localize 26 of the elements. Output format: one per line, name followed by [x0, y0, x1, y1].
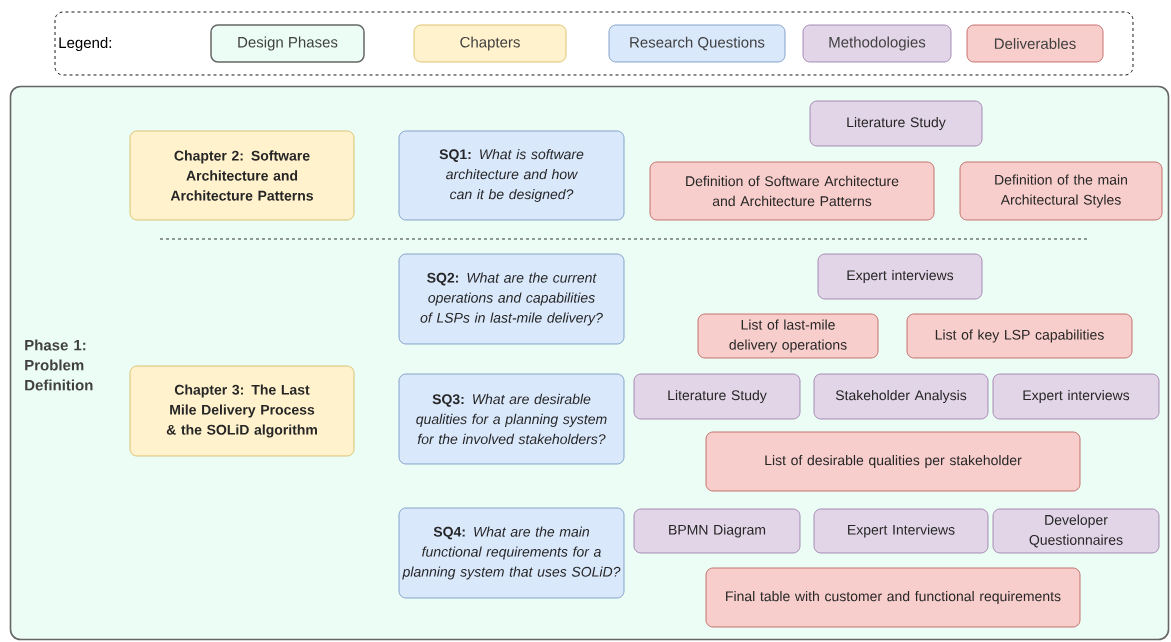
method-box: BPMN Diagram [633, 508, 801, 554]
method-box: Literature Study [809, 100, 983, 147]
legend-item: Methodologies [802, 24, 952, 63]
question-box: SQ4: What are the main functional requirements for a planning system that uses SOLiD? [398, 507, 625, 599]
method-box: Developer Questionnaires [992, 508, 1160, 554]
method-box: Expert interviews [992, 373, 1160, 420]
method-box: Expert interviews [817, 253, 983, 300]
question-box: SQ2: What are the current operations and capabilities of LSPs in last-mile delivery? [398, 253, 625, 345]
chapter-box: Chapter 3: The Last Mile Delivery Process & the SOLiD algorithm [129, 365, 355, 457]
deliverable-box: List of last-mile delivery operations [697, 313, 879, 359]
legend-item: Design Phases [210, 24, 365, 63]
legend-item: Deliverables [966, 24, 1104, 63]
question-box: SQ3: What are desirable qualities for a planning system for the involved stakeholders? [398, 373, 625, 465]
question-box: SQ1: What is software architecture and how can it be designed? [398, 130, 625, 221]
legend-title: Legend: [59, 37, 112, 51]
method-box: Stakeholder Analysis [813, 373, 989, 420]
legend-item: Chapters [413, 24, 567, 63]
method-box: Expert Interviews [813, 508, 989, 554]
deliverable-box: Final table with customer and functional requirements [705, 567, 1081, 628]
deliverable-box: List of desirable qualities per stakeholder [705, 431, 1081, 492]
deliverable-box: Definition of Software Architecture and Architecture Patterns [649, 161, 935, 221]
chapter-box: Chapter 2: Software Architecture and Architecture Patterns [129, 130, 355, 221]
method-box: Literature Study [633, 373, 801, 420]
deliverable-box: Definition of the main Architectural Styles [959, 161, 1163, 221]
deliverable-box: List of key LSP capabilities [906, 313, 1133, 359]
legend-item: Research Questions [608, 24, 786, 63]
